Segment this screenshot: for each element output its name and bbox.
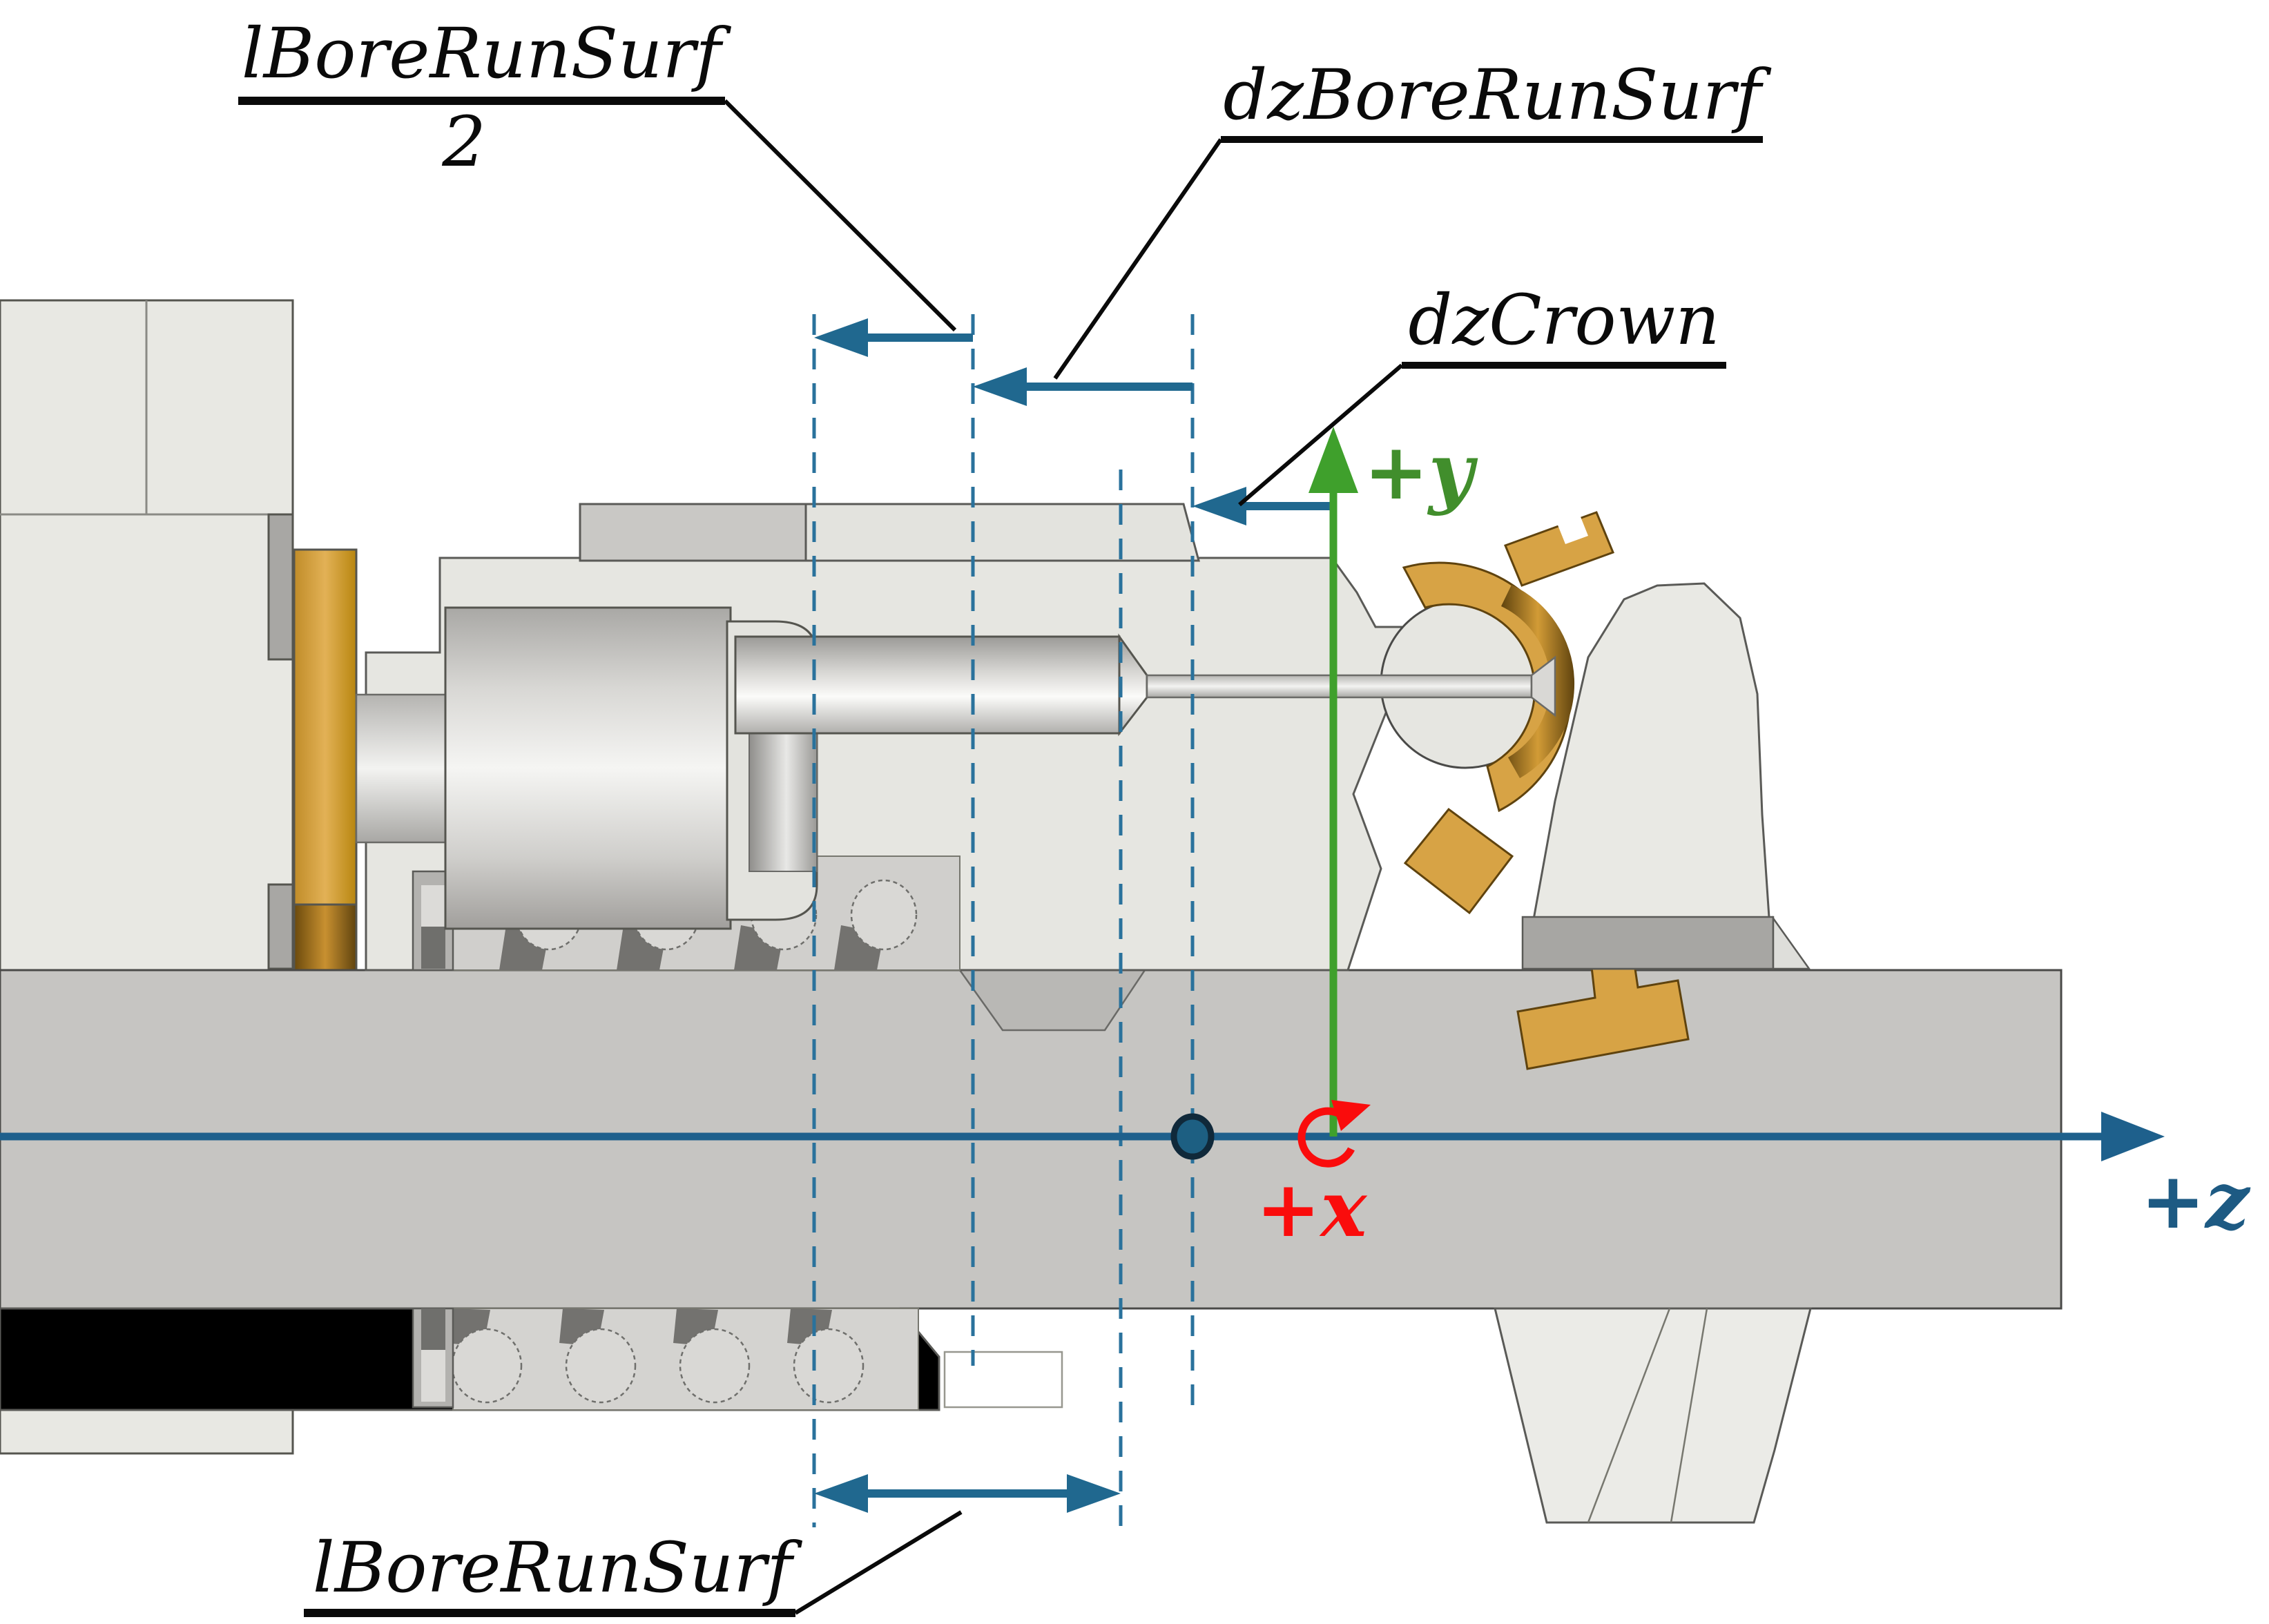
rocker-lower-facet-line — [1670, 1308, 1708, 1523]
feed-rod — [355, 693, 449, 844]
arrowhead-left-icon — [973, 367, 1027, 406]
rocker-arm — [1482, 582, 1812, 1524]
rocker-right-foot — [1772, 916, 1811, 970]
x-axis-label: +x — [1256, 1164, 1368, 1255]
cad-section-geometry — [0, 299, 2063, 1524]
rotation-about-x-icon — [1297, 1107, 1355, 1168]
label-bore-run-full-text: lBoreRunSurf — [313, 1527, 802, 1608]
spring-coil — [559, 1308, 637, 1404]
arrowhead-left-icon — [814, 1474, 868, 1513]
spring-coil — [445, 1308, 523, 1404]
construction-lines — [812, 314, 1195, 1527]
y-axis-label: +y — [1364, 427, 1478, 517]
z-axis-label: +z — [2141, 1156, 2251, 1246]
label-bore-run-half-numerator: lBoreRunSurf — [242, 13, 731, 94]
annotation-labels: lBoreRunSurf 2 dzBoreRunSurf dzCrown lBo… — [238, 13, 1772, 1617]
crown-inner-groove — [1501, 585, 1575, 778]
y-axis-arrowhead-icon — [1309, 427, 1358, 493]
leader-line — [723, 99, 957, 332]
arrowhead-left-icon — [814, 318, 868, 357]
crown-lower-wing — [1403, 807, 1514, 915]
arrowhead-left-icon — [1193, 487, 1246, 525]
crown-top-notch — [1557, 515, 1588, 544]
pushrod-tip-flare — [1530, 655, 1556, 717]
leader-line — [1238, 363, 1403, 507]
dim-arrow-bore-run-half — [814, 318, 973, 357]
rocker-foot-notch — [1482, 934, 1511, 969]
label-bore-run-half: lBoreRunSurf 2 — [238, 13, 957, 332]
dimension-arrows — [814, 318, 1333, 1513]
gold-seal-strip-upper — [293, 548, 358, 906]
arrowhead-right-icon — [1067, 1474, 1121, 1513]
rotation-arrowhead-icon — [1331, 1100, 1371, 1131]
lower-retaining-clip — [412, 1307, 454, 1409]
dim-arrow-bore-run-full — [814, 1474, 1121, 1513]
housing-boss-left-facet — [579, 503, 807, 562]
collar-strip-upper — [267, 513, 294, 661]
rocker-shadow-band — [1521, 916, 1775, 970]
gold-seal-strip-upper-shadow — [293, 903, 358, 972]
dim-arrow-dz-bore-run — [973, 367, 1193, 406]
z-axis: +z — [0, 1112, 2251, 1246]
label-bore-run-full: lBoreRunSurf — [304, 1510, 963, 1617]
collar-strip-lower — [267, 883, 294, 970]
spring-coil — [834, 879, 918, 970]
z-axis-arrowhead-icon — [2101, 1112, 2165, 1161]
label-dz-crown-text: dzCrown — [1408, 280, 1719, 360]
y-axis: +y — [1309, 427, 1478, 1137]
dim-arrow-dz-crown — [1193, 487, 1333, 525]
spring-coil — [673, 1308, 751, 1404]
label-dz-crown: dzCrown — [1238, 280, 1726, 507]
label-dz-bore-run: dzBoreRunSurf — [1053, 55, 1772, 380]
leader-line — [1053, 138, 1223, 380]
rocker-body — [1523, 582, 1774, 970]
plunger-body — [444, 606, 732, 930]
x-axis: +x — [1256, 1100, 1371, 1255]
lower-pocket-end-box — [943, 1351, 1063, 1409]
coordinate-axes: +z +y +x — [0, 427, 2251, 1255]
label-bore-run-half-denominator: 2 — [441, 102, 486, 182]
lower-spring-coils — [445, 1308, 865, 1404]
housing-boss-right-facet — [804, 503, 1200, 562]
rocker-lower-facet-line — [1587, 1308, 1671, 1523]
leader-line — [794, 1510, 963, 1615]
reference-point-dot — [1170, 1113, 1215, 1160]
spring-coil — [787, 1308, 865, 1404]
rocker-lower-arm — [1494, 1307, 1812, 1524]
pushrod-barrel — [734, 635, 1121, 735]
pushrod-thin-rod — [1146, 674, 1533, 699]
label-dz-bore-run-text: dzBoreRunSurf — [1223, 55, 1771, 135]
